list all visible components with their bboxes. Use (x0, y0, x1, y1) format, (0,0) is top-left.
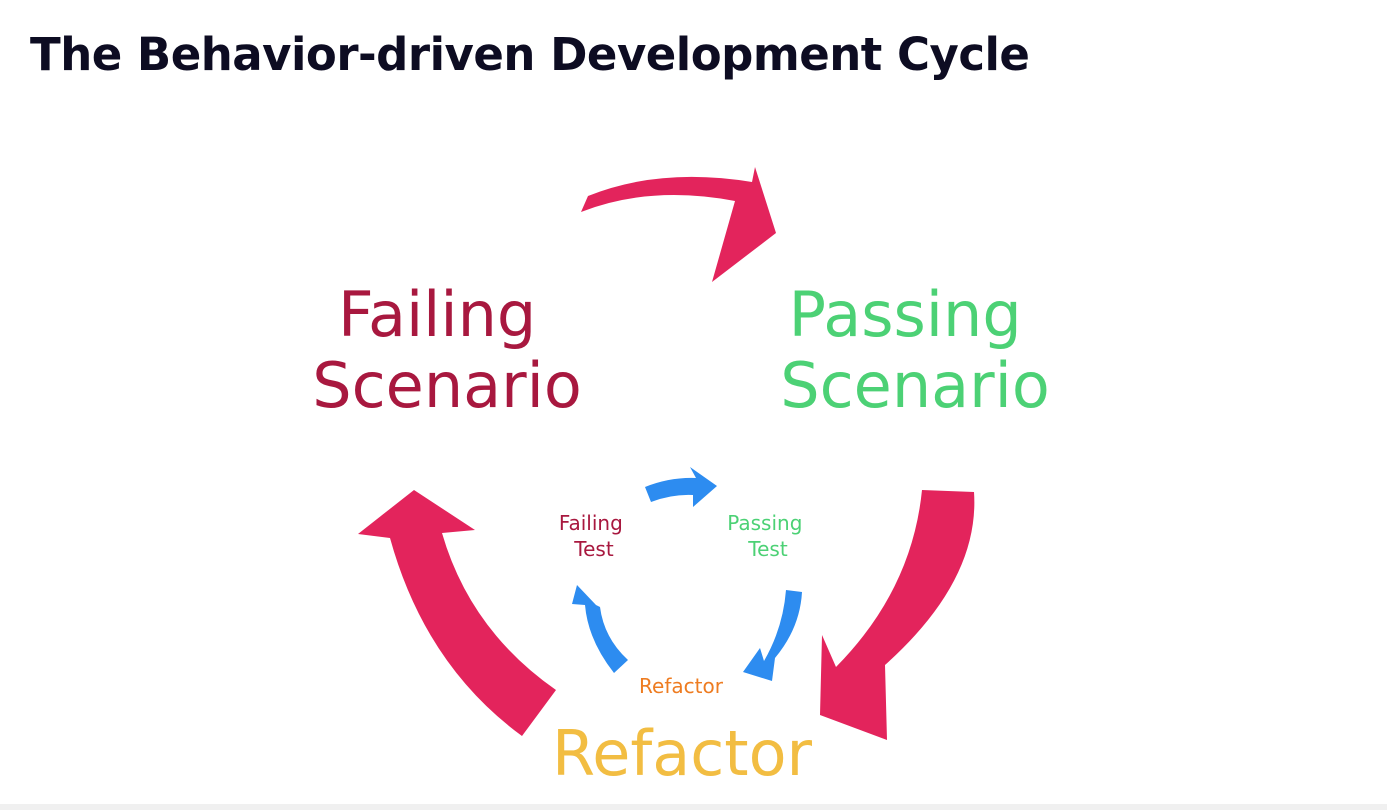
refactor-outer-label: Refactor (552, 717, 813, 790)
outer-arrow-left (358, 490, 556, 736)
outer-arrow-right (820, 490, 975, 740)
page-title: The Behavior-driven Development Cycle (30, 28, 1030, 81)
inner-arrow-right (743, 590, 802, 681)
bottom-strip (0, 804, 1387, 810)
failing-test-label: Failing Test (559, 511, 629, 561)
failing-scenario-label: Failing Scenario (312, 278, 582, 422)
passing-scenario-line2: Scenario (780, 349, 1050, 422)
failing-test-line1: Failing (559, 511, 623, 535)
inner-arrow-top (645, 467, 717, 507)
failing-scenario-line1: Failing (338, 278, 536, 351)
failing-test-line2: Test (573, 537, 614, 561)
passing-scenario-line1: Passing (789, 278, 1022, 351)
inner-arrow-left (572, 585, 628, 673)
passing-test-line2: Test (747, 537, 788, 561)
passing-scenario-label: Passing Scenario (780, 278, 1050, 422)
passing-test-line1: Passing (727, 511, 802, 535)
passing-test-label: Passing Test (727, 511, 809, 561)
outer-arrow-top (581, 167, 776, 282)
failing-scenario-line2: Scenario (312, 349, 582, 422)
refactor-inner-label: Refactor (639, 674, 724, 698)
